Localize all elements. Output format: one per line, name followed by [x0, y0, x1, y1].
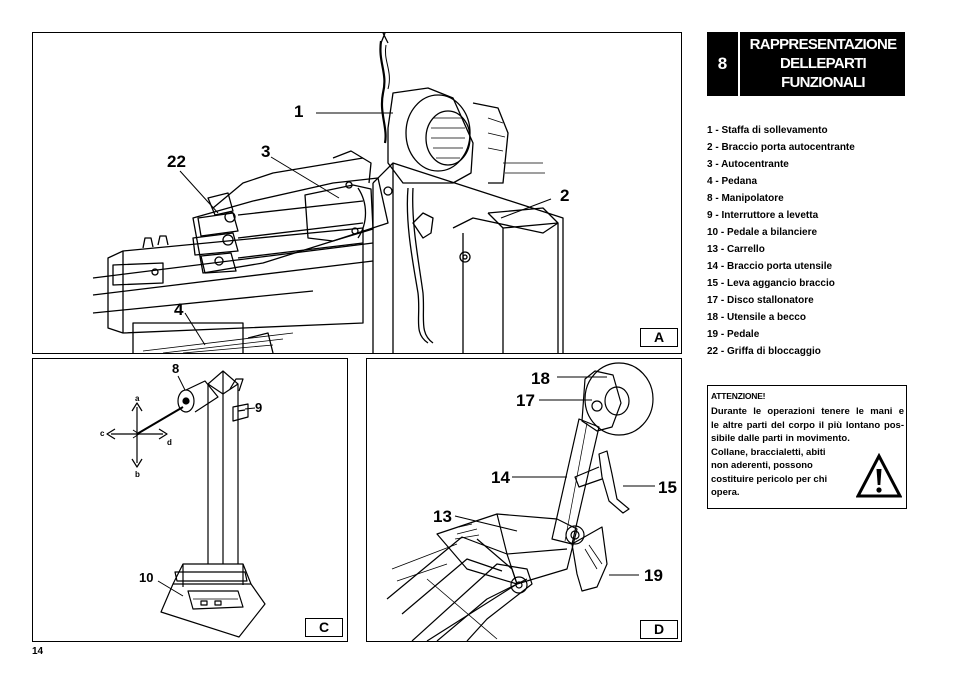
warning-triangle-icon	[856, 453, 902, 498]
legend-item: 13 - Carrello	[707, 244, 765, 255]
legend-item: 17 - Disco stallonatore	[707, 295, 814, 306]
warning-line: Collane, braccialetti, abiti	[711, 446, 826, 458]
callout-14: 14	[491, 468, 510, 487]
callout-19: 19	[644, 566, 663, 585]
callout-2: 2	[560, 186, 570, 205]
callout-9: 9	[255, 400, 263, 415]
warning-line: costituire pericolo per chi	[711, 473, 828, 485]
warning-line: opera.	[711, 487, 740, 498]
figure-c: 8 9 10 a b c d C	[32, 358, 348, 642]
legend-item: 1 - Staffa di sollevamento	[707, 125, 828, 136]
section-title-line: DELLEPARTI	[779, 55, 867, 72]
parts-legend: 1 - Staffa di sollevamento 2 - Braccio p…	[707, 122, 907, 360]
figure-d-drawing	[386, 362, 655, 641]
direction-b: b	[135, 470, 140, 479]
warning-box: ATTENZIONE! Durante le operazioni tenere…	[707, 385, 907, 509]
figure-a-tag: A	[640, 328, 678, 347]
callout-4: 4	[174, 300, 184, 319]
direction-d: d	[167, 438, 172, 447]
figure-a-drawing	[92, 33, 564, 353]
warning-line: sibile dalle parti in movimento.	[711, 433, 850, 444]
figure-a: 1 3 22 2 4 A	[32, 32, 682, 354]
legend-item: 8 - Manipolatore	[707, 193, 784, 204]
callout-22: 22	[167, 152, 186, 171]
callout-3: 3	[261, 142, 271, 161]
legend-item: 10 - Pedale a bilanciere	[707, 227, 818, 238]
page-number: 14	[32, 646, 44, 657]
section-title-line: RAPPRESENTAZIONE	[749, 36, 898, 53]
callout-10: 10	[139, 570, 154, 585]
legend-item: 15 - Leva aggancio braccio	[707, 278, 835, 289]
warning-title: ATTENZIONE!	[711, 391, 766, 401]
warning-line: le altre parti del corpo il più lontano …	[711, 419, 904, 431]
callout-15: 15	[658, 478, 677, 497]
section-title: RAPPRESENTAZIONE DELLEPARTI FUNZIONALI	[741, 35, 905, 92]
callout-1: 1	[294, 102, 304, 121]
legend-item: 4 - Pedana	[707, 176, 758, 187]
figure-c-tag: C	[305, 618, 343, 637]
direction-c: c	[100, 429, 105, 438]
callout-18: 18	[531, 369, 550, 388]
legend-item: 22 - Griffa di bloccaggio	[707, 346, 821, 357]
callout-13: 13	[433, 507, 452, 526]
section-title-line: FUNZIONALI	[781, 74, 866, 91]
callout-17: 17	[516, 391, 535, 410]
legend-item: 19 - Pedale	[707, 329, 760, 340]
legend-item: 18 - Utensile a becco	[707, 312, 806, 323]
warning-line: Durante le operazioni tenere le mani e	[711, 406, 904, 417]
warning-text: Durante le operazioni tenere le mani e l…	[711, 405, 904, 500]
legend-item: 3 - Autocentrante	[707, 159, 789, 170]
warning-line: non aderenti, possono	[711, 460, 813, 471]
direction-a: a	[135, 394, 140, 403]
legend-item: 2 - Braccio porta autocentrante	[707, 142, 855, 153]
section-title-block: 8 RAPPRESENTAZIONE DELLEPARTI FUNZIONALI	[707, 32, 905, 96]
figure-d: 18 17 14 15 13 19 D	[366, 358, 682, 642]
legend-item: 9 - Interruttore a levetta	[707, 210, 819, 221]
callout-8: 8	[172, 361, 180, 376]
figure-c-drawing	[106, 370, 266, 638]
figure-d-tag: D	[640, 620, 678, 639]
section-number: 8	[707, 32, 740, 96]
legend-item: 14 - Braccio porta utensile	[707, 261, 833, 272]
